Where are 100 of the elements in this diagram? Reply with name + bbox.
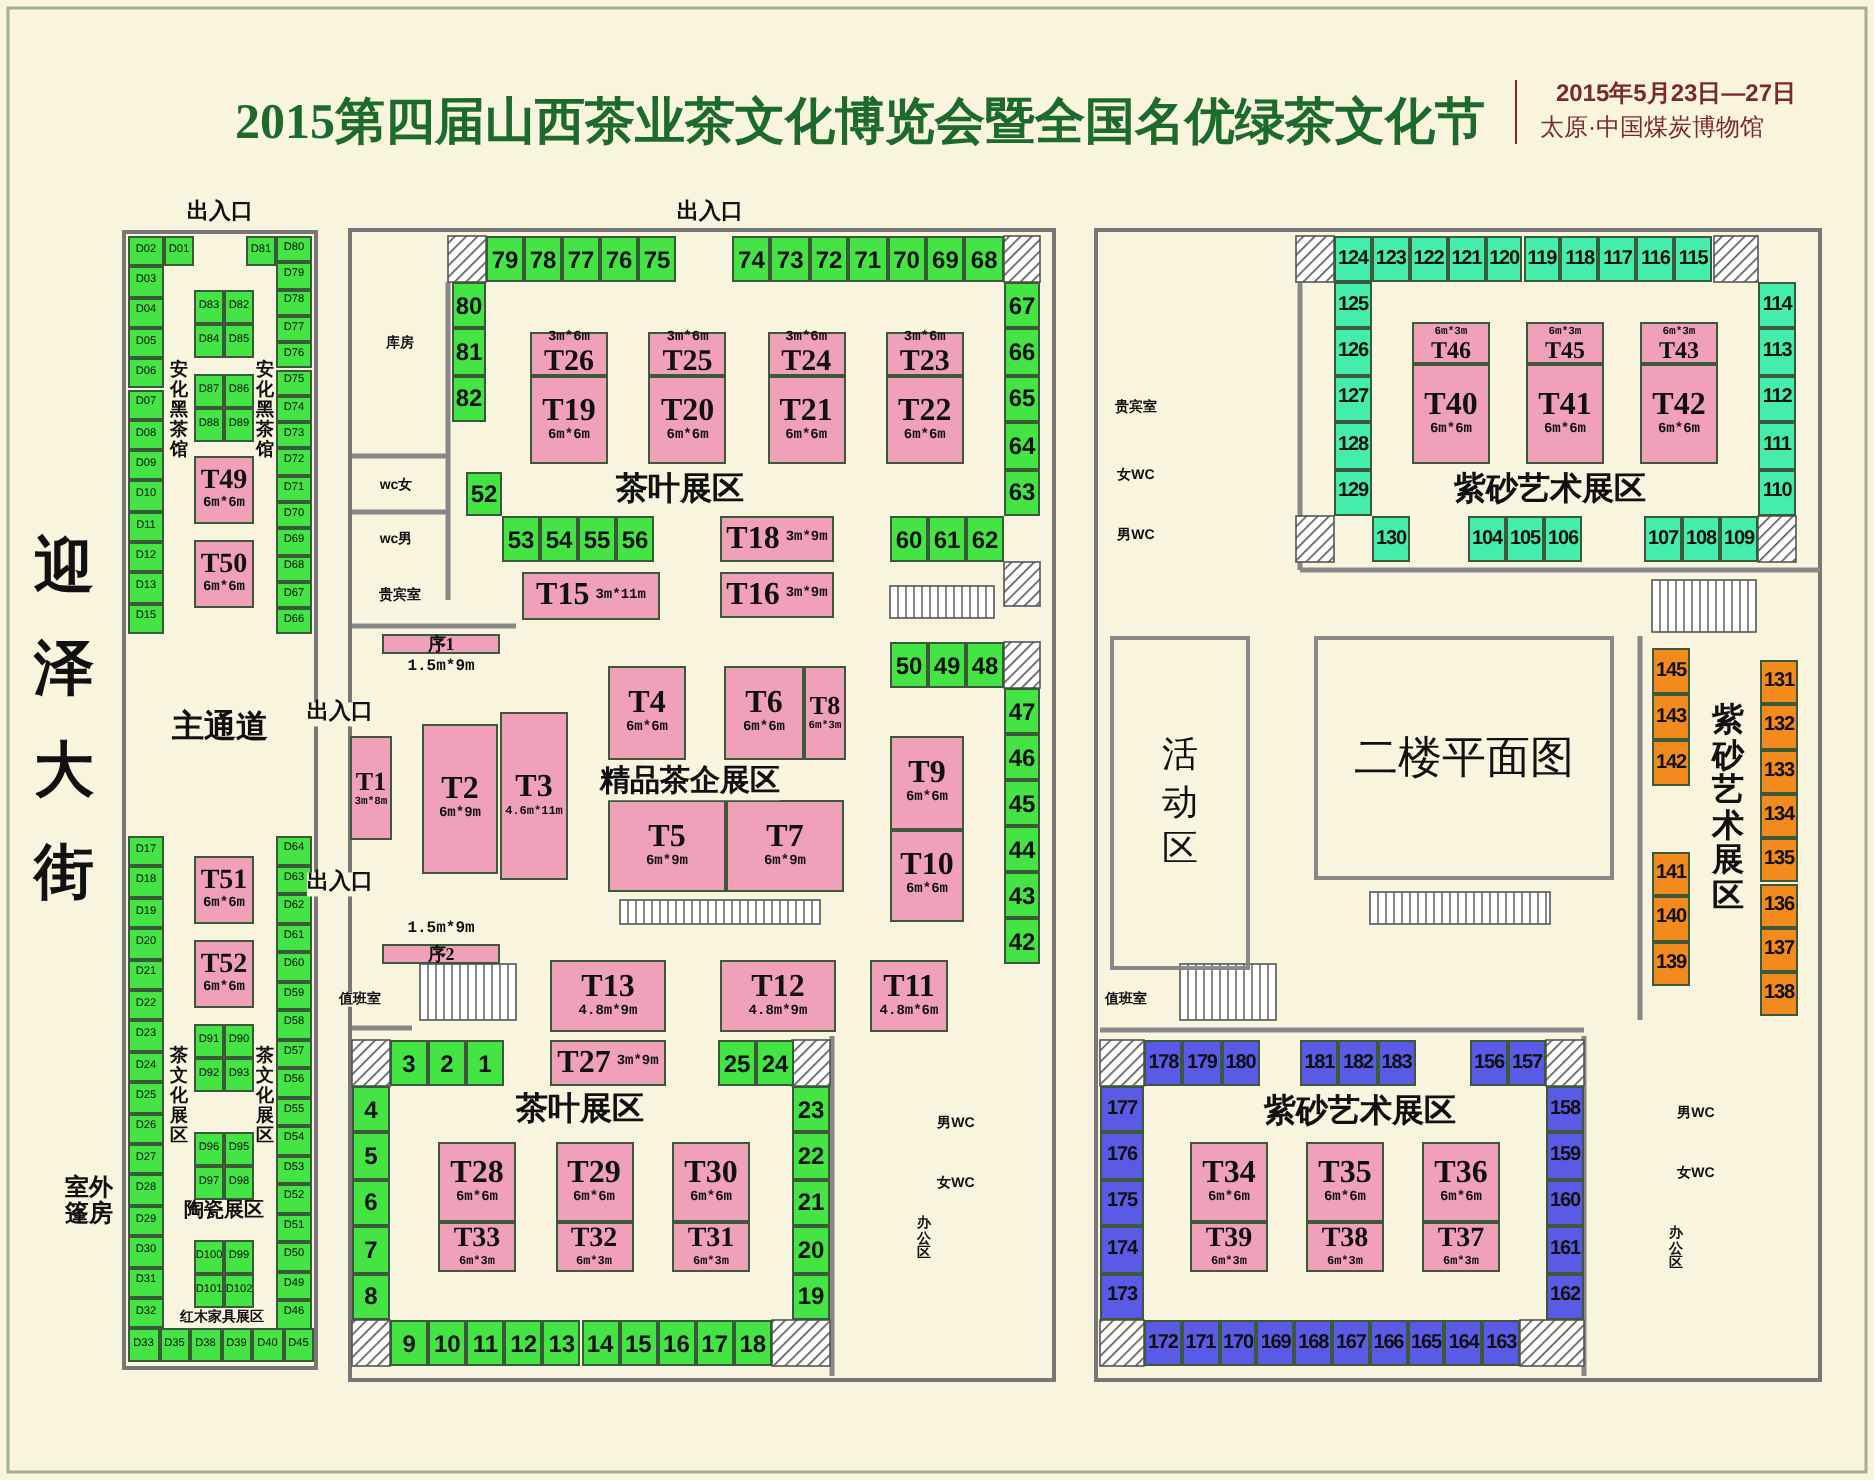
booth-number: T43 bbox=[1658, 338, 1699, 363]
booth bbox=[1334, 375, 1372, 423]
booth bbox=[1758, 328, 1796, 376]
booth-number: 25 bbox=[723, 1051, 751, 1075]
booth-number: 120 bbox=[1489, 249, 1519, 269]
booth bbox=[1758, 422, 1796, 470]
booth bbox=[1523, 236, 1561, 282]
booth bbox=[890, 642, 928, 688]
booth-number: 72 bbox=[815, 247, 843, 271]
booth bbox=[276, 581, 312, 609]
booth bbox=[194, 1274, 224, 1308]
booth bbox=[276, 422, 312, 449]
booth-number: T40 bbox=[1424, 389, 1478, 421]
booth-number: 113 bbox=[1762, 342, 1792, 363]
booth bbox=[1306, 1222, 1384, 1272]
booth-number: 43 bbox=[1008, 883, 1036, 907]
booth bbox=[1409, 236, 1448, 282]
booth bbox=[276, 923, 312, 952]
booth bbox=[194, 456, 254, 524]
booth-number: 76 bbox=[605, 247, 633, 271]
booth bbox=[524, 236, 562, 282]
room-label: 茶文化展区 bbox=[170, 1046, 188, 1146]
booth bbox=[732, 236, 771, 282]
booth bbox=[890, 516, 928, 562]
booth bbox=[1256, 1320, 1295, 1366]
booth-number: 65 bbox=[1008, 386, 1036, 411]
booth bbox=[276, 395, 312, 423]
booth-number: T46 bbox=[1430, 338, 1471, 363]
booth-number: 173 bbox=[1107, 1286, 1137, 1307]
booth bbox=[885, 332, 964, 376]
booth-number: T3 bbox=[515, 772, 553, 804]
room-label: 室外篷房 bbox=[65, 1174, 115, 1226]
booth-number: 182 bbox=[1343, 1053, 1373, 1073]
booth bbox=[128, 1020, 164, 1052]
booth-number: T26 bbox=[543, 348, 594, 378]
booth-number: 62 bbox=[971, 527, 999, 551]
booth bbox=[128, 266, 164, 298]
booth bbox=[1598, 236, 1637, 282]
booth bbox=[555, 1222, 633, 1272]
booth-number: 75 bbox=[643, 247, 671, 271]
booth bbox=[486, 236, 524, 282]
room-label: 陶瓷展区 bbox=[184, 1201, 264, 1223]
booth-size: 1.5m*9m bbox=[407, 659, 475, 677]
event-info: 太原·中国煤炭博物馆 bbox=[1540, 115, 1764, 141]
booth bbox=[1640, 364, 1718, 464]
booth bbox=[128, 1205, 164, 1237]
booth-number: 16 bbox=[663, 1331, 690, 1355]
booth bbox=[276, 894, 312, 923]
booth-number: T19 bbox=[542, 395, 596, 427]
area-title: 茶叶展区 bbox=[616, 475, 744, 509]
booth bbox=[1221, 1040, 1260, 1086]
booth bbox=[1181, 1320, 1220, 1366]
booth bbox=[1412, 364, 1490, 464]
booth-number: 序1 bbox=[427, 635, 455, 653]
booth-number: T4 bbox=[628, 688, 666, 720]
booth bbox=[1482, 1320, 1520, 1366]
booth bbox=[1760, 704, 1798, 750]
room-label: 出入口 bbox=[307, 702, 373, 726]
booth bbox=[555, 1142, 633, 1222]
booth bbox=[390, 1040, 428, 1086]
booth-number: 123 bbox=[1375, 249, 1406, 269]
booth-number: T33 bbox=[453, 1225, 501, 1253]
booth-number: 176 bbox=[1107, 1146, 1137, 1167]
booth bbox=[276, 836, 312, 865]
booth bbox=[581, 1320, 620, 1366]
booth bbox=[1652, 694, 1690, 740]
area-box bbox=[1314, 636, 1614, 880]
booth bbox=[1760, 883, 1798, 928]
booth-number: 178 bbox=[1148, 1053, 1179, 1073]
booth bbox=[1334, 328, 1372, 376]
booth-number: T15 bbox=[536, 580, 590, 612]
booth-number: T10 bbox=[900, 850, 954, 883]
booth bbox=[1412, 322, 1490, 364]
booth bbox=[276, 502, 312, 529]
booth bbox=[964, 236, 1004, 282]
booth-number: 181 bbox=[1304, 1053, 1335, 1073]
room-label: 安化黑茶馆 bbox=[256, 360, 274, 460]
booth-number: 9 bbox=[402, 1331, 416, 1355]
area-label: 活动区 bbox=[1162, 732, 1198, 873]
booth-number: 79 bbox=[491, 247, 519, 271]
booth-number: 122 bbox=[1413, 249, 1444, 269]
booth bbox=[1369, 1320, 1408, 1366]
booth bbox=[1526, 322, 1604, 364]
booth bbox=[770, 236, 810, 282]
booth-number: 104 bbox=[1472, 529, 1502, 549]
booth bbox=[352, 1086, 390, 1133]
booth-number: T22 bbox=[898, 395, 952, 427]
booth bbox=[276, 1155, 312, 1184]
booth bbox=[194, 540, 254, 608]
booth-number: 133 bbox=[1764, 761, 1794, 782]
booth-number: 140 bbox=[1656, 908, 1686, 929]
room-label: 出入口 bbox=[307, 872, 373, 896]
booth-number: 44 bbox=[1008, 837, 1036, 861]
booth-number: 14 bbox=[586, 1331, 614, 1355]
booth bbox=[224, 1058, 254, 1092]
booth-number: 49 bbox=[933, 653, 961, 677]
booth bbox=[928, 516, 966, 562]
room-label: 茶文化展区 bbox=[256, 1046, 274, 1146]
booth bbox=[128, 358, 164, 389]
booth bbox=[382, 634, 500, 654]
